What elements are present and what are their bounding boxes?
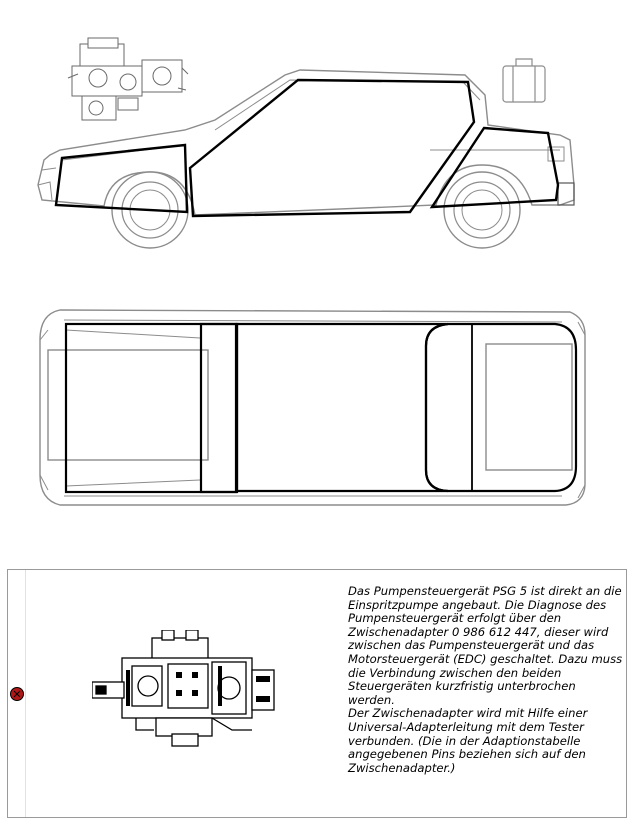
car-side-body-outline xyxy=(37,69,575,216)
car-side-roof-line xyxy=(214,79,481,131)
suitcase-icon xyxy=(502,58,546,103)
car-side-rear-wheel xyxy=(443,171,521,249)
car-side-belt-line xyxy=(61,144,560,161)
car-top-engine-area xyxy=(47,349,209,461)
car-top-bumpers xyxy=(39,321,586,499)
zone-passenger-cabin-top xyxy=(235,322,449,493)
injection-pump-icon xyxy=(92,630,275,747)
car-top-rear-area xyxy=(485,343,573,471)
car-side-front-bumper xyxy=(37,167,57,201)
description-paragraph-2: Der Zwischenadapter wird mit Hilfe einer… xyxy=(348,706,588,775)
zone-engine-compartment-side xyxy=(54,143,189,214)
zone-passenger-cabin-side xyxy=(188,78,476,218)
car-top-inner-outline xyxy=(63,319,563,497)
car-side-rear-bumper xyxy=(557,182,575,206)
zone-engine-compartment-top xyxy=(64,322,238,494)
vehicle-diagram xyxy=(37,37,586,506)
panel-divider xyxy=(25,570,26,817)
engine-icon xyxy=(67,37,189,121)
zone-trunk-side xyxy=(429,126,560,209)
zone-trunk-top xyxy=(424,322,578,493)
location-marker-icon[interactable] xyxy=(9,686,25,702)
car-top-hood-lines xyxy=(65,329,201,487)
description-text: Das Pumpensteuergerät PSG 5 ist direkt a… xyxy=(348,584,626,775)
zone-firewall-top xyxy=(199,322,239,494)
description-paragraph-1: Das Pumpensteuergerät PSG 5 ist direkt a… xyxy=(348,584,623,707)
car-top-view xyxy=(39,309,586,506)
car-side-view xyxy=(37,69,575,249)
car-side-taillight xyxy=(547,146,565,162)
car-top-body-outline xyxy=(39,309,586,506)
